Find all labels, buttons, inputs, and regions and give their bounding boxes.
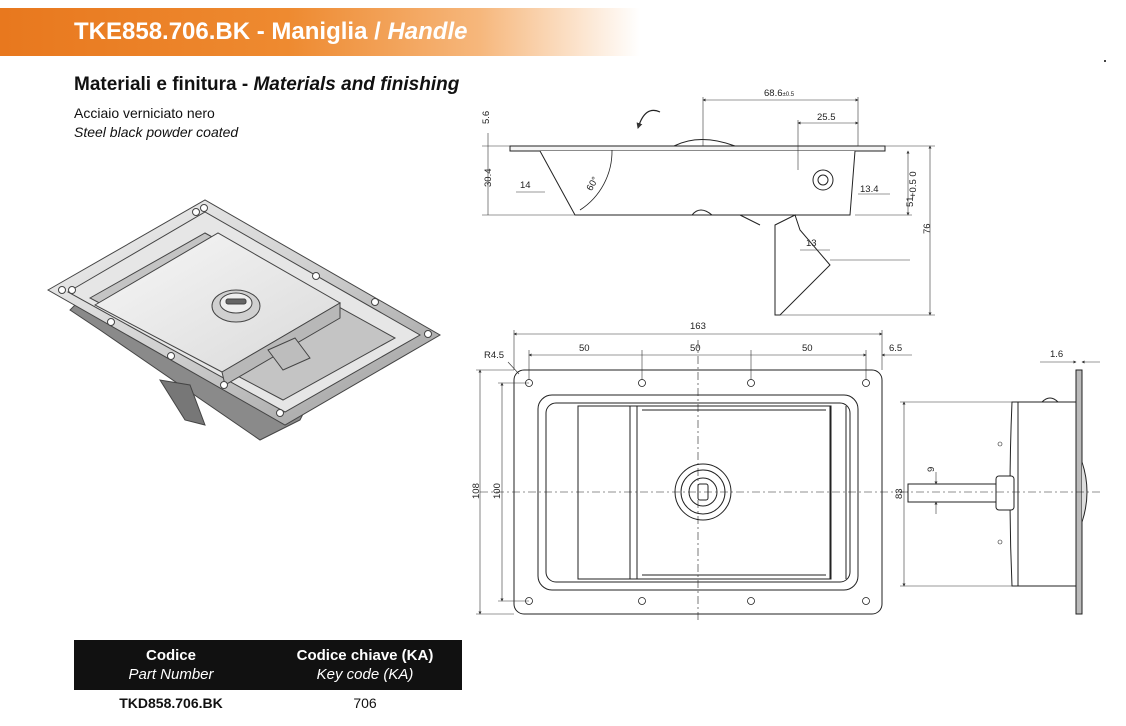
table-row: TKD858.706.BK 706	[74, 690, 462, 716]
materials-desc-en: Steel black powder coated	[74, 124, 239, 140]
dim-9: 9	[926, 467, 937, 472]
cell-key-code: 706	[353, 695, 377, 711]
front-view-drawing	[480, 340, 920, 620]
part-number-table: Codice Part Number Codice chiave (KA) Ke…	[74, 640, 462, 716]
product-code: TKE858.706.BK	[74, 18, 251, 45]
product-name-en: Handle	[387, 18, 468, 45]
side-view-drawing	[509, 109, 886, 316]
dim-pitch-2: 50	[690, 343, 701, 354]
right-view-labels: 83 9 1.6	[894, 349, 1063, 499]
header-key-code-it: Codice chiave (KA)	[296, 647, 434, 664]
dim-68-6: 68.6±0.5	[764, 88, 795, 99]
dim-5-6: 5.6	[481, 111, 492, 124]
dim-68-6-value: 68.6	[764, 88, 783, 99]
right-view-dimension-lines	[900, 360, 1100, 587]
dim-1-6: 1.6	[1050, 349, 1063, 360]
dim-51-tol-dn: 0	[908, 171, 919, 176]
materials-heading-it: Materiali e finitura -	[74, 74, 254, 95]
product-3d-render	[46, 199, 441, 441]
dim-51: 51	[905, 196, 916, 207]
front-view-dimension-lines	[476, 330, 912, 615]
dim-100: 100	[492, 483, 503, 499]
dim-r4-5: R4.5	[484, 350, 504, 361]
title-separator: -	[250, 18, 272, 45]
header-part-number-it: Codice	[145, 647, 196, 664]
page-title: TKE858.706.BK - Maniglia / Handle	[74, 8, 467, 56]
dim-68-6-tol: ±0.5	[783, 92, 795, 98]
materials-heading: Materiali e finitura - Materials and fin…	[74, 74, 459, 96]
corner-dot	[1104, 60, 1106, 62]
dim-pitch-1: 50	[579, 343, 590, 354]
front-view-labels: 163 R4.5 50 50 50 6.5 108 100	[471, 321, 902, 499]
side-view-dimension-lines	[482, 97, 935, 316]
materials-desc-it: Acciaio verniciato nero	[74, 105, 215, 121]
dim-83: 83	[894, 488, 905, 499]
dim-pitch-3: 50	[802, 343, 813, 354]
dim-25-5: 25.5	[817, 112, 836, 123]
dim-13: 13	[806, 238, 817, 249]
dim-30-4: 30.4	[483, 169, 494, 188]
dim-13-4: 13.4	[860, 184, 879, 195]
right-view-drawing	[900, 369, 1100, 615]
dim-6-5: 6.5	[889, 343, 902, 354]
dim-51-tol-up: +0.5	[908, 179, 919, 198]
title-banner	[0, 8, 640, 56]
materials-heading-en: Materials and finishing	[253, 74, 460, 95]
cell-part-number: TKD858.706.BK	[119, 695, 223, 711]
header-key-code-en: Key code (KA)	[316, 666, 414, 683]
dim-51-tol: +0.5 0	[908, 171, 919, 198]
dim-51-value: 51	[905, 196, 916, 207]
dim-163: 163	[690, 321, 706, 332]
side-view-labels: 5.6 68.6±0.5 25.5 30.4 14 60° 13.4 51 +0…	[481, 88, 933, 249]
header-key-code: Codice chiave (KA) Key code (KA)	[268, 640, 462, 690]
header-part-number: Codice Part Number	[74, 640, 268, 690]
dim-76: 76	[922, 223, 933, 234]
header-part-number-en: Part Number	[128, 666, 214, 683]
dim-108: 108	[471, 483, 482, 499]
product-name-it: Maniglia /	[271, 18, 388, 45]
table-header: Codice Part Number Codice chiave (KA) Ke…	[74, 640, 462, 690]
dim-14: 14	[520, 180, 531, 191]
